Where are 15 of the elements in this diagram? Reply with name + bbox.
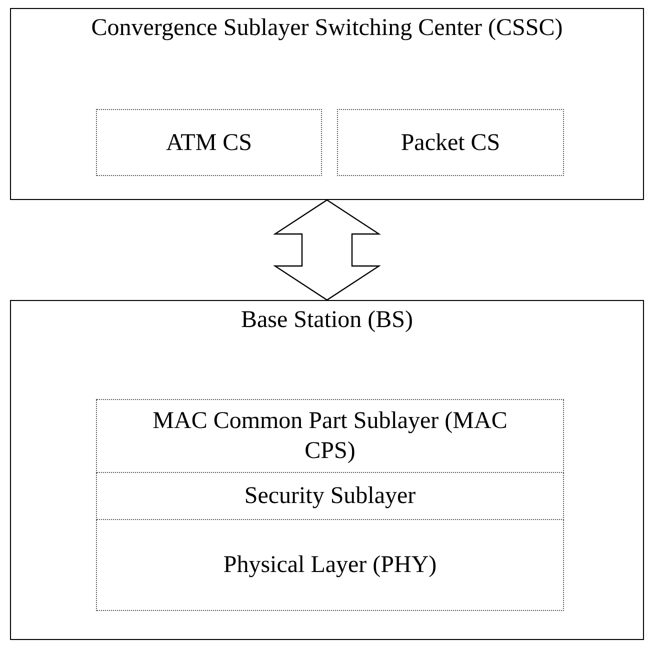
double-block-arrow (272, 199, 382, 301)
box-label: Security Sublayer (244, 482, 416, 511)
container-box (10, 300, 644, 640)
container-box (10, 8, 644, 200)
box-label: Physical Layer (PHY) (223, 551, 437, 580)
box-label: Packet CS (400, 128, 500, 158)
layer-box (96, 519, 564, 611)
layer-box (96, 472, 564, 520)
box-label: Convergence Sublayer Switching Center (CSSC) (91, 14, 563, 43)
layer-box (96, 399, 564, 473)
box-label: MAC Common Part Sublayer (MAC CPS) (152, 407, 508, 466)
layer-box (337, 109, 564, 176)
box-label: ATM CS (166, 128, 252, 158)
layer-box (96, 109, 322, 176)
box-label: Base Station (BS) (241, 306, 413, 335)
